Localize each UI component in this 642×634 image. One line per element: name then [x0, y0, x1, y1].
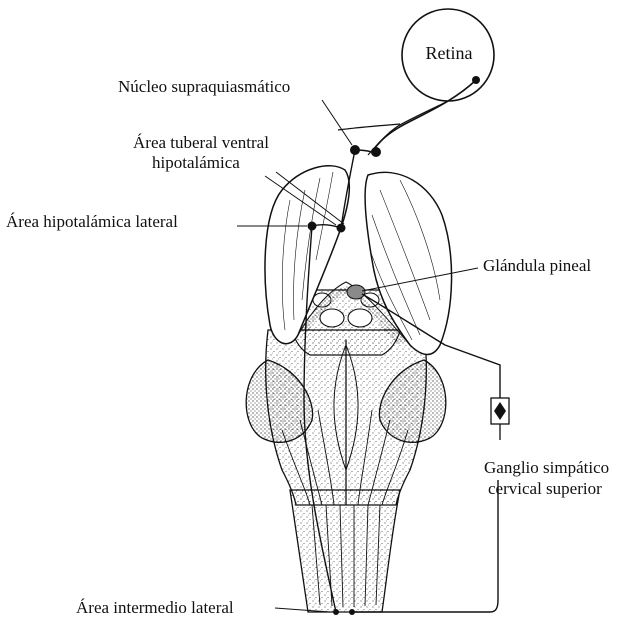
- optic-nerve-outer: [368, 101, 448, 155]
- suprachiasmatic-neuron-2: [371, 147, 381, 157]
- label-sympathetic-ganglion-line1: Ganglio simpático: [484, 458, 609, 477]
- label-suprachiasmatic-nucleus: Núcleo supraquiasmático: [118, 77, 290, 96]
- spinal-cord: [290, 490, 400, 612]
- retina-group: Retina: [338, 9, 494, 155]
- ganglion: [491, 398, 509, 440]
- optic-chiasm: [338, 124, 400, 130]
- label-sympathetic-ganglion-line2: cervical superior: [488, 479, 602, 498]
- label-pineal-gland: Glándula pineal: [483, 256, 591, 275]
- pineal-gland: [347, 285, 365, 299]
- retina-label: Retina: [426, 43, 473, 63]
- label-ventral-tuberal-line2: hipotalámica: [152, 153, 240, 172]
- leader-suprachiasmatic: [322, 100, 352, 145]
- label-ventral-tuberal-line1: Área tuberal ventral: [133, 133, 269, 152]
- label-lateral-hypothalamic: Área hipotalámica lateral: [6, 212, 178, 231]
- label-intermediolateral-area: Área intermedio lateral: [76, 598, 234, 617]
